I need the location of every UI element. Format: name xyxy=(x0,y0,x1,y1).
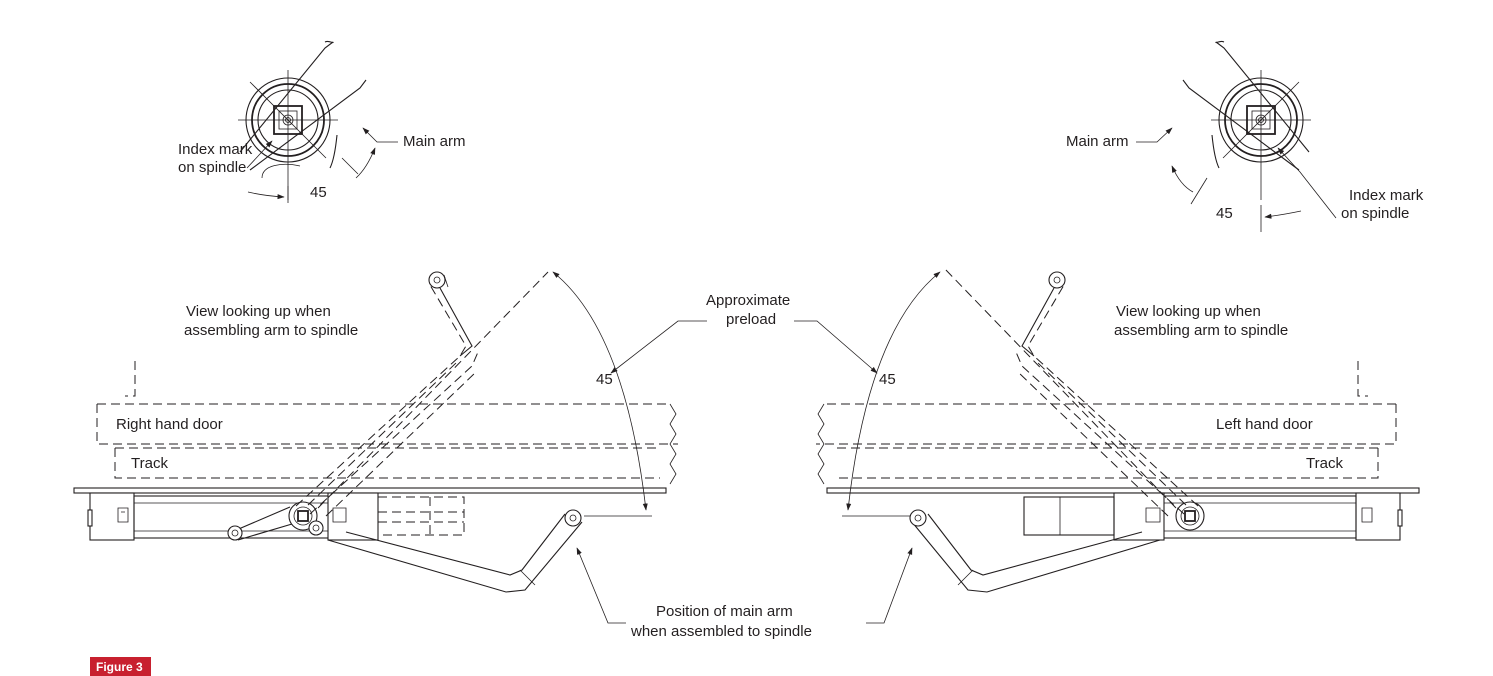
door-label: Left hand door xyxy=(1216,416,1313,433)
view-label-line1: View looking up when xyxy=(1116,303,1261,320)
top-right-spindle-detail: Main arm Index mark on spindle 45 xyxy=(1066,40,1424,232)
angle-label: 45 xyxy=(1216,205,1233,222)
figure-label: Figure 3 xyxy=(96,660,143,674)
angle-label: 45 xyxy=(310,184,327,201)
view-label-line2: assembling arm to spindle xyxy=(184,322,358,339)
left-hand-door-view: Left hand door Track 45 View xyxy=(816,267,1420,593)
door-label: Right hand door xyxy=(116,416,223,433)
figure-badge: Figure 3 xyxy=(90,657,151,676)
position-label-line1: Position of main arm xyxy=(656,603,793,620)
approximate-preload-callout: Approximate preload xyxy=(610,292,878,374)
main-arm-label: Main arm xyxy=(1066,133,1129,150)
index-mark-label-line2: on spindle xyxy=(1341,205,1409,222)
index-mark-label-line1: Index mark xyxy=(178,141,253,158)
preload-label-line2: preload xyxy=(726,311,776,328)
view-label-line1: View looking up when xyxy=(186,303,331,320)
preload-label-line1: Approximate xyxy=(706,292,790,309)
right-hand-door-view: Right hand door Track xyxy=(73,271,678,593)
main-arm-label: Main arm xyxy=(403,133,466,150)
main-arm-position-callout: Position of main arm when assembled to s… xyxy=(576,547,913,640)
angle-label: 45 xyxy=(596,371,613,388)
position-label-line2: when assembled to spindle xyxy=(630,623,812,640)
index-mark-label-line1: Index mark xyxy=(1349,187,1424,204)
top-left-spindle-detail: Index mark on spindle Main arm 45 xyxy=(178,40,466,203)
view-label-line2: assembling arm to spindle xyxy=(1114,322,1288,339)
track-label: Track xyxy=(131,455,168,472)
index-mark-label-line2: on spindle xyxy=(178,159,246,176)
track-label: Track xyxy=(1306,455,1343,472)
angle-label: 45 xyxy=(879,371,896,388)
